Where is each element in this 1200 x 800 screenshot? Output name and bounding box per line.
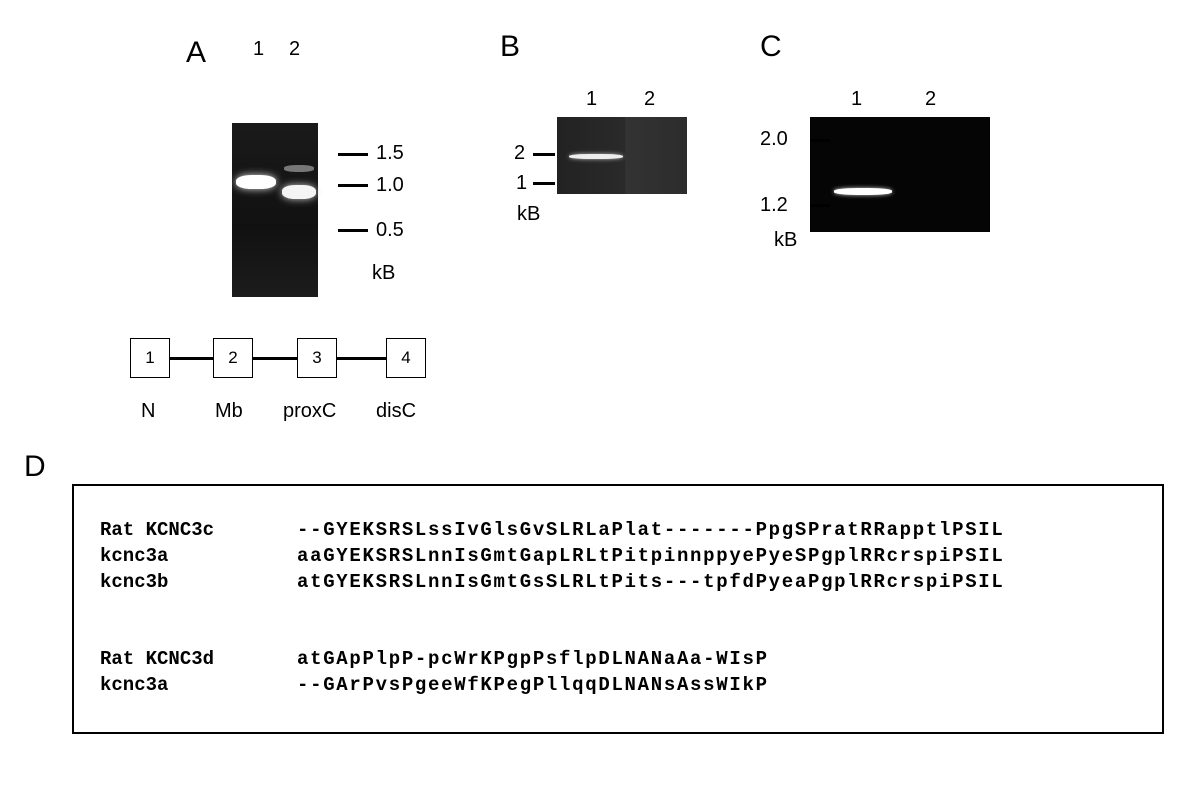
size-label: 2.0 [760, 128, 788, 150]
band [834, 188, 892, 195]
panel-b-label: B [500, 30, 521, 63]
sequence-name: kcnc3a [100, 674, 169, 696]
band [236, 175, 276, 189]
band [569, 154, 623, 159]
domain-box: 2 [213, 338, 253, 378]
lane-label: 1 [253, 38, 265, 60]
sequence: aaGYEKSRSLnnIsGmtGapLRLtPitpinnppyePyeSP… [297, 545, 1005, 567]
sequence: atGYEKSRSLnnIsGmtGsSLRLtPits---tpfdPyeaP… [297, 571, 1005, 593]
size-label: 0.5 [376, 219, 404, 241]
marker-tick [338, 153, 368, 156]
marker-tick [533, 153, 555, 156]
lane-label: 1 [851, 88, 863, 110]
panel-c-label: C [760, 30, 782, 63]
domain-box: 1 [130, 338, 170, 378]
gel-c [810, 117, 990, 232]
sequence: atGApPlpP-pcWrKPgpPsflpDLNANaAa-WIsP [297, 648, 769, 670]
marker-tick [810, 204, 830, 207]
marker-tick [810, 139, 830, 142]
gel-a [232, 123, 318, 297]
sequence: --GYEKSRSLssIvGlsGvSLRLaPlat-------PpgSP… [297, 519, 1005, 541]
band [282, 185, 316, 199]
lane-label: 2 [644, 88, 656, 110]
domain-label: disC [376, 400, 417, 422]
size-label: 1 [516, 172, 528, 194]
panel-a-label: A [186, 36, 207, 69]
gel-b [557, 117, 687, 194]
size-label: 1.5 [376, 142, 404, 164]
domain-label: Mb [215, 400, 243, 422]
size-label: 2 [514, 142, 526, 164]
size-label: 1.2 [760, 194, 788, 216]
marker-tick [533, 182, 555, 185]
lane-label: 1 [586, 88, 598, 110]
marker-tick [338, 184, 368, 187]
sequence-name: kcnc3a [100, 545, 169, 567]
size-label: 1.0 [376, 174, 404, 196]
alignment-box [72, 484, 1164, 734]
lane-label: 2 [925, 88, 937, 110]
unit-label: kB [774, 229, 798, 251]
domain-box: 3 [297, 338, 337, 378]
panel-d-label: D [24, 450, 46, 483]
band [284, 165, 314, 172]
domain-label: N [141, 400, 156, 422]
unit-label: kB [517, 203, 541, 225]
sequence-name: Rat KCNC3d [100, 648, 215, 670]
domain-label: proxC [283, 400, 337, 422]
marker-tick [338, 229, 368, 232]
sequence-name: kcnc3b [100, 571, 169, 593]
sequence-name: Rat KCNC3c [100, 519, 215, 541]
domain-connector [170, 357, 390, 360]
unit-label: kB [372, 262, 396, 284]
lane-label: 2 [289, 38, 301, 60]
sequence: --GArPvsPgeeWfKPegPllqqDLNANsAssWIkP [297, 674, 769, 696]
domain-box: 4 [386, 338, 426, 378]
